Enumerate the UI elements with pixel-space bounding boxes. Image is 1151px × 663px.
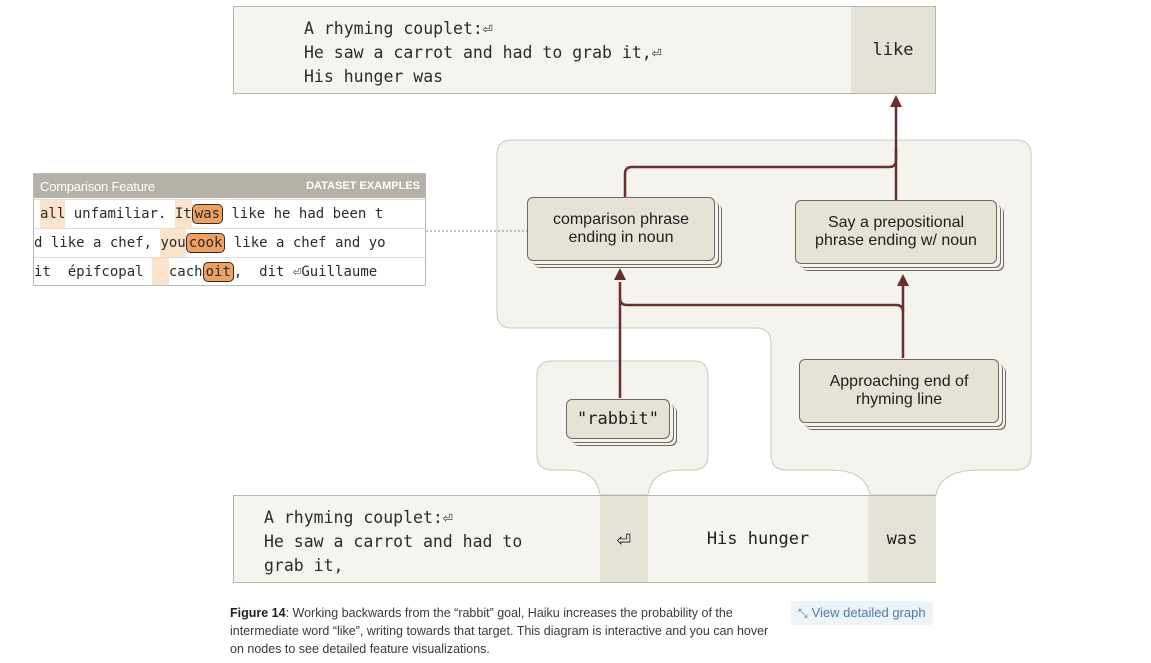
example-token: [152, 258, 169, 285]
input-prompt-box: A rhyming couplet:⏎ He saw a carrot and …: [233, 495, 936, 583]
highlighted-token: was: [191, 204, 224, 224]
prompt-line: He saw a carrot and had to: [264, 532, 523, 551]
node-rabbit[interactable]: "rabbit": [566, 399, 670, 439]
example-token: it épifcopal: [34, 264, 153, 280]
example-token: you: [160, 229, 186, 257]
arrowhead-prepositional: [897, 274, 909, 286]
prompt-line: His hunger was: [304, 67, 444, 86]
node-prepositional-phrase[interactable]: Say a prepositional phrase ending w/ nou…: [795, 200, 997, 264]
prompt-line: grab it,: [264, 556, 344, 575]
output-prompt-text: A rhyming couplet:⏎ He saw a carrot and …: [304, 17, 662, 89]
feature-panel[interactable]: Comparison Feature DATASET EXAMPLES all …: [33, 173, 426, 286]
view-graph-label: View detailed graph: [811, 605, 926, 620]
example-token: d like a chef,: [34, 235, 161, 251]
node-label: "rabbit": [577, 409, 659, 429]
example-token: all: [40, 200, 66, 228]
token-newline[interactable]: ⏎: [600, 496, 648, 582]
example-token: It: [174, 200, 192, 228]
figure-caption: Figure 14: Working backwards from the “r…: [230, 604, 775, 658]
highlighted-token: oit: [202, 262, 234, 282]
example-token: like he had been t: [223, 206, 384, 222]
view-detailed-graph-button[interactable]: ⤡ View detailed graph: [791, 601, 933, 625]
feature-title: Comparison Feature: [40, 179, 155, 194]
node-label: Say a prepositional phrase ending w/ nou…: [815, 214, 977, 249]
example-token: , dit ⏎Guillaume: [233, 264, 378, 280]
example-token: unfamiliar.: [65, 206, 175, 222]
arrowhead-like: [890, 95, 902, 107]
target-token-like[interactable]: like: [851, 7, 935, 93]
arrowhead-comparison: [614, 268, 626, 280]
example-token: cach: [168, 264, 203, 280]
token-was[interactable]: was: [868, 496, 936, 582]
prompt-line: A rhyming couplet:⏎: [264, 508, 453, 527]
example-token: like a chef and yo: [225, 235, 386, 251]
node-approaching-end[interactable]: Approaching end of rhyming line: [799, 359, 999, 423]
feature-panel-header: Comparison Feature DATASET EXAMPLES: [34, 174, 425, 198]
token-his-hunger[interactable]: His hunger: [706, 529, 810, 549]
input-prompt-text: A rhyming couplet:⏎ He saw a carrot and …: [264, 506, 522, 578]
output-prompt-box: A rhyming couplet:⏎ He saw a carrot and …: [233, 6, 936, 94]
node-label: Approaching end of rhyming line: [829, 373, 969, 408]
prompt-line: A rhyming couplet:⏎: [304, 19, 493, 38]
caption-label: Figure 14: [230, 606, 286, 620]
highlighted-token: cook: [185, 233, 226, 253]
caption-text: : Working backwards from the “rabbit” go…: [230, 606, 769, 656]
node-label: comparison phrase ending in noun: [552, 211, 690, 246]
node-comparison-phrase[interactable]: comparison phrase ending in noun: [527, 197, 715, 261]
expand-icon: ⤡: [798, 606, 808, 620]
prompt-line: He saw a carrot and had to grab it,⏎: [304, 43, 662, 62]
feature-subtitle: DATASET EXAMPLES: [306, 180, 420, 192]
